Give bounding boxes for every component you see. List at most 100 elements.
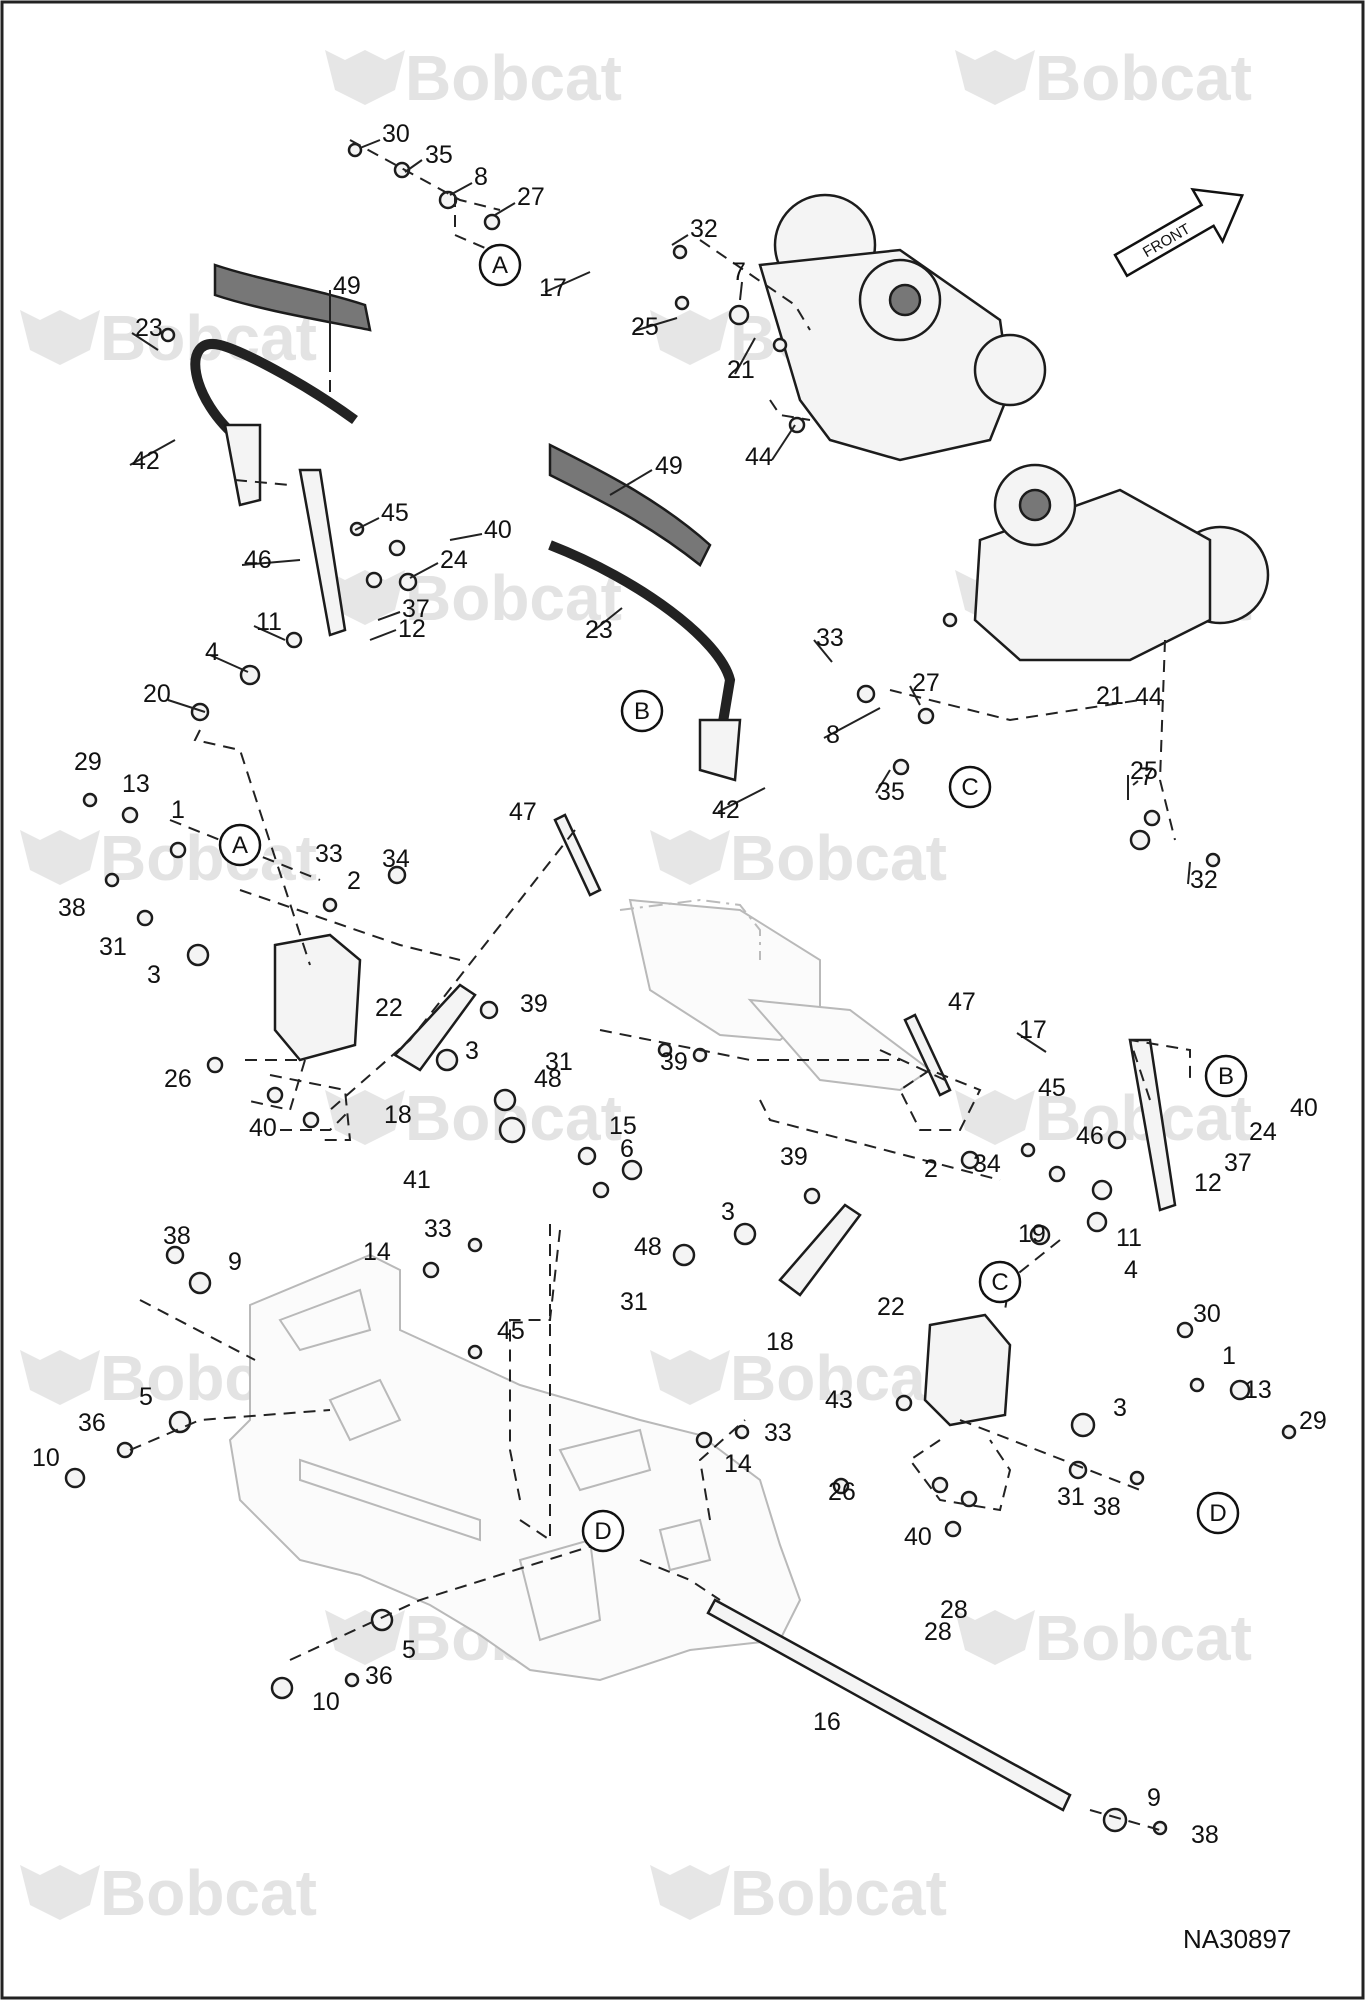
hardware-part <box>1020 1142 1036 1158</box>
callout-number: 20 <box>143 680 171 708</box>
callout-number: 44 <box>745 443 773 471</box>
callout-number: 33 <box>816 624 844 652</box>
callout-number: 29 <box>1299 1407 1327 1435</box>
watermark-brand: Bobcat <box>730 822 947 894</box>
assembly-dash-line <box>239 889 461 961</box>
hardware-part <box>674 295 690 311</box>
callout-number: 33 <box>764 1419 792 1447</box>
hardware-part <box>672 1243 696 1267</box>
hardware-part <box>104 872 120 888</box>
callout-number: 4 <box>1124 1256 1138 1284</box>
callout-number: 10 <box>312 1688 340 1716</box>
assembly-dash-line <box>139 1299 256 1361</box>
callout-number: 45 <box>381 499 409 527</box>
assembly-dash-line <box>1089 1809 1161 1831</box>
hardware-part <box>64 1467 86 1489</box>
assembly-dash-line <box>454 195 486 249</box>
callout-layer: 3035827327172521444923424645402437121142… <box>32 120 1327 1849</box>
leader-line <box>591 607 623 633</box>
assembly-dash-line <box>889 689 1141 722</box>
leader-line <box>717 787 766 813</box>
watermark: Bobcat <box>20 822 317 894</box>
transmission-left <box>758 193 1047 462</box>
callout-number: 43 <box>825 1386 853 1414</box>
hardware-part <box>1129 829 1151 851</box>
hardware-part <box>931 1476 949 1494</box>
connector-letter: C <box>991 1269 1008 1296</box>
callout-number: 25 <box>631 313 659 341</box>
hardware-part <box>695 1431 713 1449</box>
callout-number: 15 <box>609 1112 637 1140</box>
callout-number: 46 <box>244 546 272 574</box>
leader-line <box>1187 861 1191 885</box>
callout-number: 38 <box>1191 1821 1219 1849</box>
hardware-part <box>892 758 910 776</box>
hardware-part <box>370 1608 394 1632</box>
leader-line <box>1132 780 1139 786</box>
hardware-part <box>1281 1424 1297 1440</box>
cross-shaft <box>706 1598 1072 1812</box>
callout-number: 44 <box>1135 683 1163 711</box>
leader-line <box>609 469 653 496</box>
gas-spring-lower <box>903 1013 952 1097</box>
callout-number: 28 <box>924 1618 952 1646</box>
hardware-part <box>1176 1321 1194 1339</box>
hardware-part <box>1091 1179 1113 1201</box>
hardware-part <box>1129 1470 1145 1486</box>
hardware-part <box>206 1056 224 1074</box>
leader-line <box>813 639 833 663</box>
hardware-part <box>577 1146 597 1166</box>
connector-letter: B <box>1218 1063 1234 1090</box>
hardware-part <box>387 865 407 885</box>
callout-number: 33 <box>424 1215 452 1243</box>
callout-number: 31 <box>620 1288 648 1316</box>
callout-number: 36 <box>78 1409 106 1437</box>
assembly-dash-line <box>193 729 311 966</box>
hardware-part <box>388 539 406 557</box>
callout-number: 3 <box>1113 1394 1127 1422</box>
hardware-part <box>895 1394 913 1412</box>
leader-line <box>369 629 397 641</box>
callout-number: 12 <box>1194 1169 1222 1197</box>
callout-number: 21 <box>727 356 755 384</box>
callout-number: 3 <box>147 961 161 989</box>
leader-line <box>449 533 483 541</box>
callout-number: 19 <box>1018 1220 1046 1248</box>
callout-number: 49 <box>655 452 683 480</box>
callout-number: 36 <box>365 1662 393 1690</box>
callout-number: 46 <box>1076 1122 1104 1150</box>
hardware-part <box>116 1441 134 1459</box>
callout-number: 25 <box>1130 757 1158 785</box>
assembly-dash-line <box>244 1059 307 1112</box>
callout-number: 41 <box>403 1166 431 1194</box>
connector-circle-c: C <box>948 765 992 809</box>
watermark-brand: Bobcat <box>100 1857 317 1929</box>
hardware-part <box>190 702 210 722</box>
hardware-part <box>1189 1377 1205 1393</box>
callout-number: 40 <box>1290 1094 1318 1122</box>
callout-number: 47 <box>948 988 976 1016</box>
hardware-part <box>960 1150 980 1170</box>
connector-circle-c: C <box>978 1260 1022 1304</box>
callout-number: 38 <box>163 1222 191 1250</box>
hardware-part <box>270 1676 294 1700</box>
callout-number: 14 <box>724 1450 752 1478</box>
hardware-part <box>498 1116 526 1144</box>
assembly-dash-line <box>129 1409 331 1451</box>
hardware-part <box>917 707 935 725</box>
handle-right-grip <box>548 442 712 567</box>
callout-number: 2 <box>347 867 361 895</box>
mounting-bracket-left <box>273 933 362 1062</box>
assembly-dash-line <box>959 1419 1141 1491</box>
handle-right-bar <box>548 540 742 782</box>
leader-line <box>1016 1032 1047 1053</box>
callout-number: 16 <box>813 1708 841 1736</box>
connector-letter: B <box>634 698 650 725</box>
callout-number: 24 <box>1249 1118 1277 1146</box>
callout-number: 33 <box>315 840 343 868</box>
callout-number: 39 <box>780 1143 808 1171</box>
callout-number: 37 <box>1224 1149 1252 1177</box>
hardware-part <box>302 1111 320 1129</box>
